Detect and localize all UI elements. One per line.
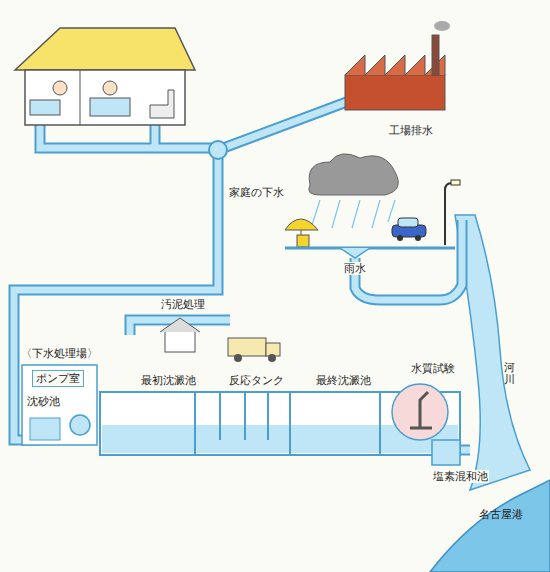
part-label: 最終沈澱池 bbox=[315, 374, 372, 387]
part-label: 汚泥処理 bbox=[160, 298, 206, 311]
part-label: 家庭の下水 bbox=[228, 186, 285, 199]
part-label: 〈下水処理場〉 bbox=[20, 347, 99, 360]
part-label: 水質試験 bbox=[410, 362, 456, 375]
part-label: 河川 bbox=[503, 362, 516, 386]
part-label: 雨水 bbox=[343, 262, 367, 275]
part-label: 工場排水 bbox=[388, 124, 434, 137]
part-label: 名古屋港 bbox=[478, 508, 524, 521]
part-label: 沈砂池 bbox=[26, 395, 61, 408]
part-label: 反応タンク bbox=[228, 374, 285, 387]
part-label: 最初沈澱池 bbox=[140, 374, 197, 387]
part-label: 塩素混和池 bbox=[432, 470, 489, 483]
part-label: ポンプ室 bbox=[32, 370, 84, 387]
